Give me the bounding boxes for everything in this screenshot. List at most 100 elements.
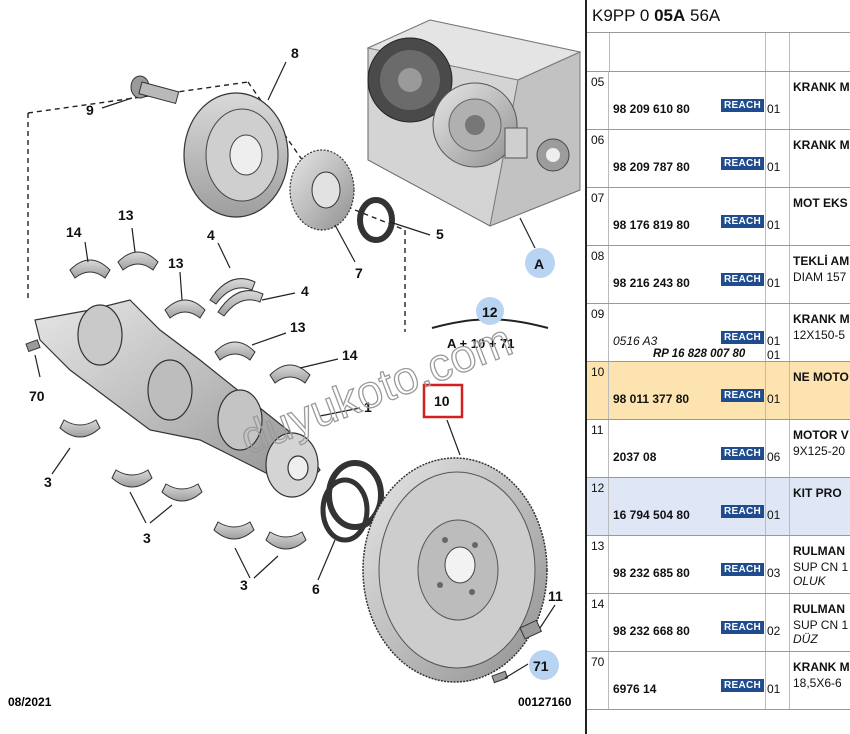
engine-code-suffix: 56A — [685, 6, 721, 25]
exploded-parts-diagram: A — [8, 19, 582, 709]
crankshaft-pulley — [183, 92, 289, 218]
part-quantity: 06 — [767, 450, 781, 464]
callout-6: 6 — [312, 581, 320, 597]
callout-9: 9 — [86, 102, 94, 118]
parts-list-subheader — [587, 33, 850, 72]
watermark: duyukoto.com — [233, 313, 519, 464]
part-description: TEKLİ AM DIAM 157 — [789, 246, 850, 303]
reach-badge: REACH — [721, 389, 764, 402]
reach-badge: REACH — [721, 331, 764, 344]
part-index: 08 — [587, 246, 609, 303]
engine-code-header: K9PP 0 05A 56A — [587, 0, 850, 33]
part-description-spec: SUP CN 1 — [793, 560, 849, 574]
part-reference[interactable]: 0516 A3 — [613, 334, 658, 348]
part-index: 05 — [587, 72, 609, 129]
part-description: MOTOR V 9X125-20 — [789, 420, 850, 477]
part-quantity: 03 — [767, 566, 781, 580]
callout-12: 12 — [482, 304, 498, 320]
callout-11: 11 — [548, 588, 563, 604]
part-description-title: NE MOTO — [793, 370, 849, 384]
part-description-spec: 12X150-5 — [793, 328, 846, 342]
part-reference[interactable]: 98 176 819 80 — [613, 218, 690, 232]
front-oil-seal — [357, 197, 395, 243]
engine-code-bold: 05A — [654, 6, 686, 25]
part-quantity: 01 — [767, 160, 781, 174]
part-description-title: MOTOR V — [793, 428, 849, 442]
part-description-title: KRANK M — [793, 80, 850, 94]
leader-lines — [34, 61, 556, 679]
part-description-note: DÜZ — [793, 632, 818, 646]
part-index: 70 — [587, 652, 609, 709]
part-reference[interactable]: 2037 08 — [613, 450, 657, 464]
clutch-kit-box — [366, 19, 582, 227]
callout-13a: 13 — [118, 207, 134, 223]
part-reference[interactable]: 98 232 668 80 — [613, 624, 690, 638]
part-reference[interactable]: 98 232 685 80 — [613, 566, 690, 580]
part-quantity: 01 — [767, 508, 781, 522]
part-reference[interactable]: 6976 14 — [613, 682, 657, 696]
timing-sprocket — [289, 149, 355, 231]
part-index: 13 — [587, 536, 609, 593]
part-reference[interactable]: 98 011 377 80 — [613, 392, 690, 406]
part-description-title: RULMAN — [793, 544, 845, 558]
rear-oil-seals — [320, 460, 384, 543]
part-index: 07 — [587, 188, 609, 245]
part-reference[interactable]: 98 209 787 80 — [613, 160, 690, 174]
kit-formula: A + 10 + 71 — [447, 336, 514, 351]
callout-3b: 3 — [143, 530, 151, 546]
part-description: NE MOTO — [789, 362, 850, 419]
dowel-pin — [491, 670, 509, 684]
crankshaft — [34, 299, 321, 498]
part-quantity: 01 — [767, 392, 781, 406]
part-description-spec: 9X125-20 — [793, 444, 846, 458]
part-description-note: OLUK — [793, 574, 826, 588]
part-index: 11 — [587, 420, 609, 477]
part-index: 10 — [587, 362, 609, 419]
part-reference-alt[interactable]: RP 16 828 007 80 — [653, 348, 746, 360]
part-quantity: 01 — [767, 218, 781, 232]
part-description: KRANK M — [789, 130, 850, 187]
reach-badge: REACH — [721, 563, 764, 576]
bearing-shells — [59, 251, 311, 550]
callout-14b: 14 — [342, 347, 358, 363]
part-description: KIT PRO — [789, 478, 850, 535]
reach-badge: REACH — [721, 505, 764, 518]
callout-14a: 14 — [66, 224, 82, 240]
part-description-title: KIT PRO — [793, 486, 842, 500]
callout-5: 5 — [436, 226, 444, 242]
callout-A: A — [534, 256, 544, 272]
part-reference[interactable]: 16 794 504 80 — [613, 508, 690, 522]
callout-4a: 4 — [207, 227, 215, 243]
part-index: 09 — [587, 304, 609, 361]
reach-badge: REACH — [721, 447, 764, 460]
part-reference[interactable]: 98 209 610 80 — [613, 102, 690, 116]
callout-13b: 13 — [168, 255, 184, 271]
flywheel-bolt — [519, 619, 543, 640]
part-description-spec: 18,5X6-6 — [793, 676, 842, 690]
callout-7: 7 — [355, 265, 363, 281]
part-description-title: RULMAN — [793, 602, 845, 616]
part-description-spec: DIAM 157 — [793, 270, 847, 284]
callout-3a: 3 — [44, 474, 52, 490]
part-reference[interactable]: 98 216 243 80 — [613, 276, 690, 290]
callout-71: 71 — [533, 658, 549, 674]
part-description-title: MOT EKS — [793, 196, 848, 210]
diagram-date: 08/2021 — [8, 695, 52, 709]
part-description-title: TEKLİ AM — [793, 254, 850, 268]
